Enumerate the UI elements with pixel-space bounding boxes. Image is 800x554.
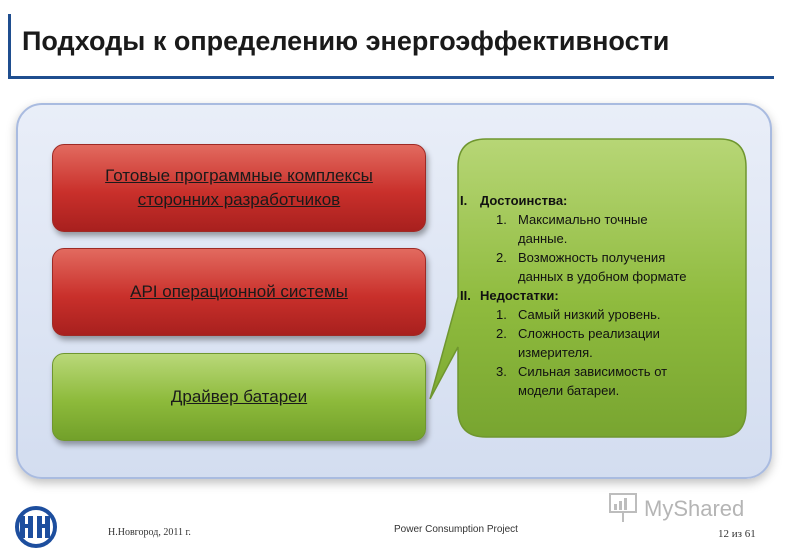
- box-third-party-line1: Готовые программные комплексы: [105, 166, 373, 185]
- footer-project-name: Power Consumption Project: [394, 524, 518, 535]
- item-number: 2.: [496, 250, 507, 265]
- section-heading: Достоинства:: [480, 193, 568, 208]
- item-line: модели батареи.: [518, 383, 620, 398]
- footer-page-number: 12 из 61: [718, 528, 756, 540]
- callout-text: I. Достоинства: 1. Максимально точные да…: [456, 191, 756, 400]
- box-third-party-line2: сторонних разработчиков: [137, 190, 341, 209]
- list-item: 2. Сложность реализации измерителя.: [456, 324, 756, 362]
- box-os-api[interactable]: API операционной системы: [52, 248, 426, 336]
- item-number: 1.: [496, 212, 507, 227]
- item-line: Максимально точные: [518, 212, 648, 227]
- section-number: I.: [460, 193, 468, 208]
- nngu-logo-icon: [10, 505, 62, 549]
- watermark-text: MyShared: [644, 496, 745, 521]
- item-number: 1.: [496, 307, 507, 322]
- section-advantages: I. Достоинства:: [456, 191, 756, 210]
- item-number: 3.: [496, 364, 507, 379]
- item-line: Возможность получения: [518, 250, 666, 265]
- list-item: 1. Максимально точные данные.: [456, 210, 756, 248]
- item-line: Сложность реализации: [518, 326, 660, 341]
- callout-shape: [429, 138, 747, 438]
- item-number: 2.: [496, 326, 507, 341]
- item-line: данных в удобном формате: [518, 269, 687, 284]
- slide-title: Подходы к определению энергоэффективност…: [22, 26, 670, 56]
- title-underline: [8, 76, 774, 79]
- presentation-icon: [609, 493, 637, 522]
- section-disadvantages: II. Недостатки:: [456, 286, 756, 305]
- list-item: 2. Возможность получения данных в удобно…: [456, 248, 756, 286]
- item-line: Сильная зависимость от: [518, 364, 668, 379]
- item-line: Самый низкий уровень.: [518, 307, 661, 322]
- title-bar: Подходы к определению энергоэффективност…: [8, 14, 774, 79]
- myshared-watermark: MyShared: [608, 492, 768, 528]
- callout-bubble: [428, 137, 754, 439]
- box-battery-driver[interactable]: Драйвер батареи: [52, 353, 426, 441]
- section-number: II.: [460, 288, 471, 303]
- box-third-party-software[interactable]: Готовые программные комплексы сторонних …: [52, 144, 426, 232]
- footer-location-date: Н.Новгород, 2011 г.: [108, 527, 191, 538]
- box-os-api-label: API операционной системы: [130, 282, 348, 301]
- item-line: измерителя.: [518, 345, 593, 360]
- box-battery-driver-label: Драйвер батареи: [170, 387, 308, 406]
- list-item: 3. Сильная зависимость от модели батареи…: [456, 362, 756, 400]
- list-item: 1. Самый низкий уровень.: [456, 305, 756, 324]
- item-line: данные.: [518, 231, 568, 246]
- title-accent-vertical: [8, 14, 11, 78]
- section-heading: Недостатки:: [480, 288, 559, 303]
